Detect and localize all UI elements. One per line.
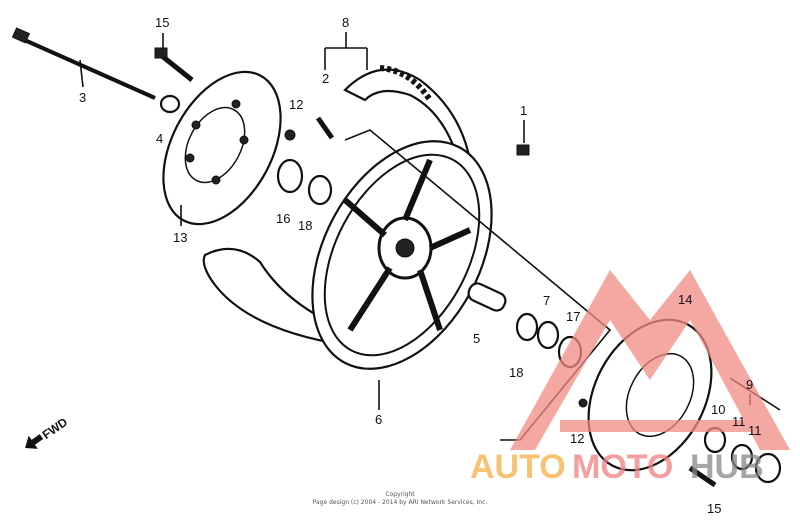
callout: 11 bbox=[748, 423, 762, 438]
nut bbox=[284, 129, 296, 141]
cast-wheel bbox=[311, 140, 493, 370]
callout: 3 bbox=[79, 90, 86, 105]
watermark-text-hub: HUB bbox=[690, 448, 764, 486]
watermark-text-moto: MOTO bbox=[572, 448, 673, 486]
callout: 9 bbox=[746, 377, 753, 392]
callout: 14 bbox=[678, 292, 692, 307]
callout: 15 bbox=[707, 501, 721, 516]
copyright-notice: Page design (c) 2004 - 2014 by ARI Netwo… bbox=[313, 499, 488, 506]
callout: 18 bbox=[298, 218, 312, 233]
bearing bbox=[276, 158, 304, 194]
callout: 10 bbox=[711, 402, 725, 417]
callout: 17 bbox=[566, 309, 580, 324]
copyright-title: Copyright bbox=[385, 491, 415, 498]
callout: 13 bbox=[173, 230, 187, 245]
automotohub-watermark: AUTO MOTO HUB bbox=[470, 270, 790, 486]
bolt bbox=[154, 47, 194, 82]
callout: 12 bbox=[289, 97, 303, 112]
forward-direction-indicator: FWD bbox=[25, 415, 71, 449]
callout: 16 bbox=[276, 211, 290, 226]
callout: 15 bbox=[155, 15, 169, 30]
watermark-text-auto: AUTO bbox=[470, 448, 566, 486]
bearing bbox=[307, 174, 333, 206]
callout: 5 bbox=[473, 331, 480, 346]
collar bbox=[159, 94, 181, 114]
callout-labels: 15 8 3 2 12 1 4 16 18 13 14 5 7 17 18 6 … bbox=[79, 15, 762, 516]
callout: 6 bbox=[375, 412, 382, 427]
callout: 2 bbox=[322, 71, 329, 86]
callout: 7 bbox=[543, 293, 550, 308]
callout: 12 bbox=[570, 431, 584, 446]
axle bbox=[11, 27, 156, 100]
arrow-left-icon bbox=[25, 434, 44, 449]
nut bbox=[516, 144, 530, 156]
callout: 4 bbox=[156, 131, 163, 146]
callout: 18 bbox=[509, 365, 523, 380]
brake-disc-left bbox=[162, 70, 282, 226]
valve bbox=[315, 116, 335, 140]
callout: 8 bbox=[342, 15, 349, 30]
fwd-label: FWD bbox=[40, 415, 71, 442]
callout: 11 bbox=[732, 414, 746, 429]
callout: 1 bbox=[520, 103, 527, 118]
speedometer-gearbox bbox=[688, 426, 782, 488]
